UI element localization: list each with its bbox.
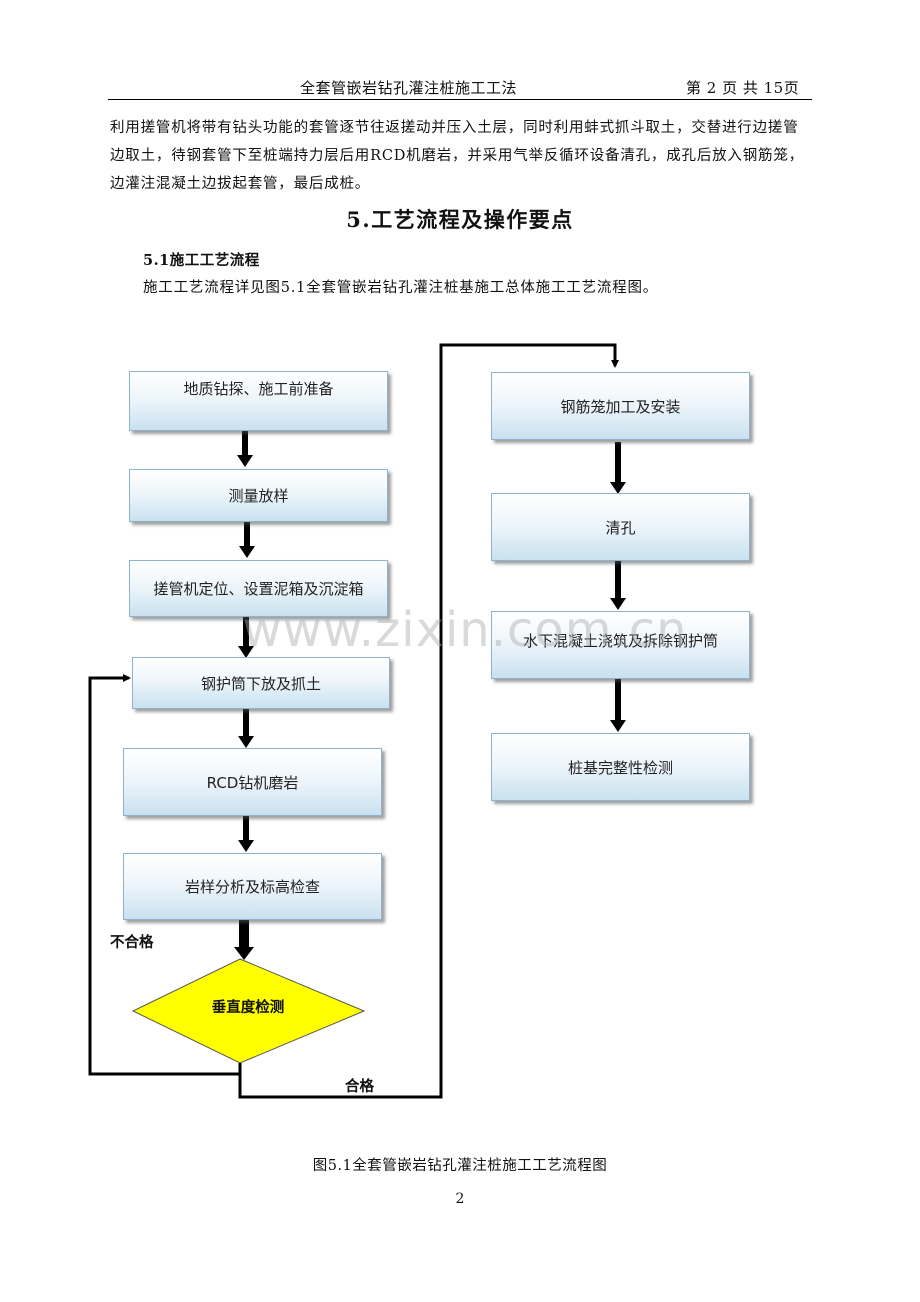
step-label: 钢筋笼加工及安装 [560, 397, 681, 416]
step-label: 测量放样 [228, 487, 289, 505]
left-down-arrows [234, 430, 255, 960]
header-page-info: 第 2 页 共 15页 [686, 79, 800, 97]
decision-label: 垂直度检测 [211, 1000, 285, 1016]
step-label: 桩基完整性检测 [567, 758, 673, 777]
header-divider [108, 99, 812, 100]
page-number: 2 [455, 1191, 465, 1207]
subsection-heading: 5.1施工工艺流程 [143, 252, 260, 269]
step-geological-survey: 地质钻探、施工前准备 [129, 371, 388, 431]
step-rcd-drilling: RCD钻机磨岩 [123, 748, 382, 816]
section-heading: 5.工艺流程及操作要点 [346, 207, 574, 232]
step-label: 岩样分析及标高检查 [184, 878, 320, 896]
header-title: 全套管嵌岩钻孔灌注桩施工工法 [300, 79, 518, 97]
step-casing-lowering: 钢护筒下放及抓土 [132, 657, 390, 709]
fail-label: 不合格 [110, 935, 154, 951]
step-integrity-test: 桩基完整性检测 [491, 733, 750, 801]
step-label: 清孔 [605, 518, 636, 537]
pass-connector-line [238, 343, 619, 1099]
step-label: 地质钻探、施工前准备 [183, 379, 334, 398]
subsection-intro: 施工工艺流程详见图5.1全套管嵌岩钻孔灌注桩基施工总体施工工艺流程图。 [143, 280, 659, 296]
step-hole-cleaning: 清孔 [491, 493, 750, 561]
figure-caption: 图5.1全套管嵌岩钻孔灌注桩施工工艺流程图 [312, 1158, 608, 1174]
step-label: 钢护筒下放及抓土 [200, 674, 321, 693]
fail-loop-line [88, 674, 242, 1076]
step-underwater-concrete: 水下混凝土浇筑及拆除钢护筒 [491, 611, 750, 679]
step-rebar-cage: 钢筋笼加工及安装 [491, 372, 750, 440]
right-down-arrows [610, 442, 626, 732]
step-survey-layout: 测量放样 [129, 469, 388, 522]
watermark: www.zixin.com.cn [242, 602, 688, 658]
step-label: RCD钻机磨岩 [206, 773, 299, 792]
step-rock-sample-analysis: 岩样分析及标高检查 [123, 853, 382, 920]
step-casing-machine-positioning: 搓管机定位、设置泥箱及沉淀箱 [129, 560, 388, 617]
step-label: 水下混凝土浇筑及拆除钢护筒 [522, 631, 718, 650]
intro-paragraph: 利用搓管机将带有钻头功能的套管逐节往返搓动并压入土层，同时利用蚌式抓斗取土，交替… [110, 120, 804, 192]
pass-label: 合格 [345, 1079, 374, 1095]
step-label: 搓管机定位、设置泥箱及沉淀箱 [153, 580, 364, 598]
